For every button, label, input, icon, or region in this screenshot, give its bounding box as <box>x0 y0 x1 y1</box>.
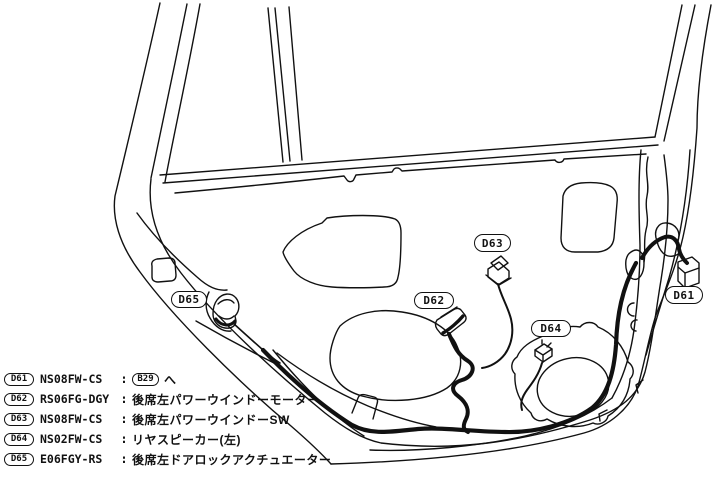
connector-id-badge: D65 <box>4 452 34 466</box>
connector-id-badge: D62 <box>4 392 34 406</box>
legend-row-d61: D61 NS08FW-CS : B29 へ <box>4 369 331 389</box>
connector-code: RS06FG-DGY <box>40 392 110 406</box>
legend-separator: : <box>120 432 128 446</box>
legend-separator: : <box>120 452 128 466</box>
connector-d62-shape <box>434 306 467 337</box>
wire-harness <box>232 234 689 435</box>
legend-row-d62: D62 RS06FG-DGY : 後席左パワーウインドーモーター <box>4 389 331 409</box>
connector-code: NS08FW-CS <box>40 372 103 386</box>
connector-d61-shape <box>677 256 700 289</box>
legend-row-d65: D65 E06FGY-RS : 後席左ドアロックアクチュエーター <box>4 449 331 469</box>
connector-d64-shape <box>534 339 553 363</box>
connector-id-badge: D64 <box>4 432 34 446</box>
connector-d63-shape <box>485 255 512 286</box>
connector-id-badge: D61 <box>4 372 34 386</box>
connector-description: リヤスピーカー(左) <box>132 432 241 447</box>
callout-label-d62: D62 <box>414 292 454 309</box>
panel-openings <box>151 181 618 402</box>
connector-description: 後席左ドアロックアクチュエーター <box>132 452 332 467</box>
target-connector-badge: B29 <box>132 372 159 386</box>
connector-legend: D61 NS08FW-CS : B29 へ D62 RS06FG-DGY : 後… <box>4 369 331 469</box>
connector-id-badge: D63 <box>4 412 34 426</box>
connector-d65-shape <box>212 293 240 329</box>
callout-label-d63: D63 <box>474 234 511 252</box>
connector-description: 後席左パワーウインドーSW <box>132 412 290 427</box>
connector-code: NS08FW-CS <box>40 412 103 426</box>
legend-row-d63: D63 NS08FW-CS : 後席左パワーウインドーSW <box>4 409 331 429</box>
connector-description: 後席左パワーウインドーモーター <box>132 392 320 407</box>
legend-separator: : <box>120 392 128 406</box>
window-frame <box>113 2 696 465</box>
callout-label-d65: D65 <box>171 291 207 308</box>
callout-label-d61: D61 <box>665 286 703 304</box>
connector-code: NS02FW-CS <box>40 432 103 446</box>
target-suffix: へ <box>164 372 177 387</box>
connector-code: E06FGY-RS <box>40 452 103 466</box>
connectors <box>212 255 700 363</box>
callout-label-d64: D64 <box>531 320 571 337</box>
legend-separator: : <box>120 372 128 386</box>
legend-row-d64: D64 NS02FW-CS : リヤスピーカー(左) <box>4 429 331 449</box>
legend-target: B29 へ <box>132 371 331 388</box>
legend-separator: : <box>120 412 128 426</box>
